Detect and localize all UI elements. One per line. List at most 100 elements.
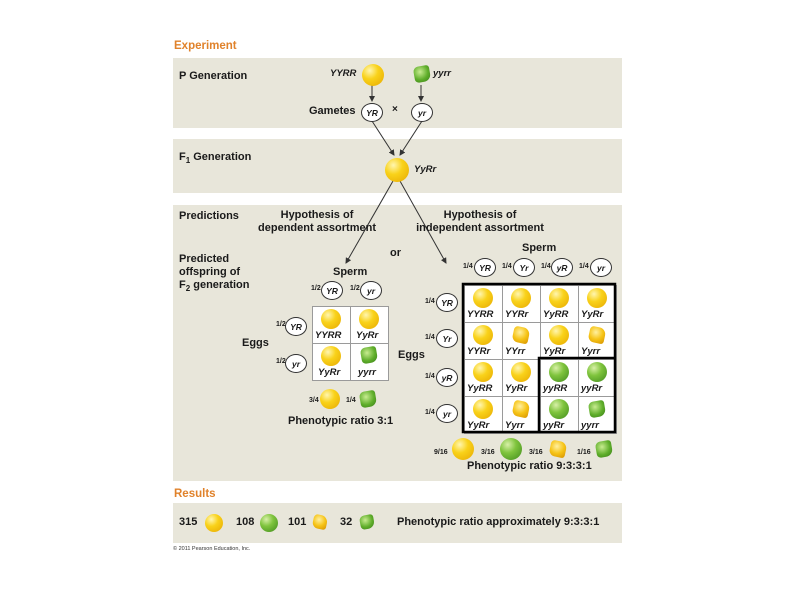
cell-genotype: yyrr	[358, 367, 376, 378]
f1-label-main: F	[179, 151, 186, 163]
cell-genotype: YyRr	[581, 309, 604, 320]
results-ratio-label: Phenotypic ratio approximately 9:3:3:1	[397, 516, 600, 528]
green-round-pea-icon	[587, 362, 607, 382]
cell-genotype: YyRr	[505, 383, 528, 394]
arrow-f1-dependent	[345, 180, 394, 264]
yellow-round-pea-icon	[473, 362, 493, 382]
independent-ratio-frac-3: 3/16	[529, 449, 543, 456]
dependent-ratio-label: Phenotypic ratio 3:1	[288, 415, 394, 427]
results-panel	[173, 503, 622, 543]
cell-genotype: YYRR	[467, 309, 494, 320]
parent2-genotype: yyrr	[433, 68, 451, 79]
f1-label-sub: 1	[185, 156, 191, 166]
independent-ratio-frac-4: 1/16	[577, 449, 591, 456]
dependent-egg-frac-1: 1/2	[276, 321, 286, 328]
dependent-egg-yr: yr	[285, 354, 307, 373]
results-heading: Results	[174, 488, 216, 500]
yellow-round-pea-icon	[359, 309, 379, 329]
dependent-sperm-frac-1: 1/2	[311, 285, 321, 292]
result-count-green-wrinkled: 32	[340, 516, 353, 528]
predicted-offspring-line1: Predicted	[179, 253, 230, 265]
dependent-egg-YR: YR	[285, 317, 307, 336]
f1-generation-label: F1 Generation	[179, 151, 251, 165]
dependent-egg-frac-2: 1/2	[276, 358, 286, 365]
f2-label-main: F	[179, 279, 186, 291]
dependent-cell-2-1: YyRr	[312, 343, 351, 381]
cell-genotype: YYrr	[505, 346, 526, 357]
result-count-green-round: 108	[236, 516, 255, 528]
cell-genotype: YYRr	[467, 346, 491, 357]
independent-eggs-label: Eggs	[398, 349, 425, 361]
independent-hypothesis-line1: Hypothesis of	[443, 209, 517, 221]
independent-sperm-label: Sperm	[522, 242, 557, 254]
yellow-round-pea-icon	[205, 514, 223, 532]
gametes-label: Gametes	[309, 105, 356, 117]
dependent-hypothesis-line2: dependent assortment	[258, 222, 376, 234]
independent-ratio-label: Phenotypic ratio 9:3:3:1	[467, 460, 592, 472]
independent-sperm-frac-4: 1/4	[579, 263, 589, 270]
result-count-yellow-wrinkled: 101	[288, 516, 307, 528]
independent-ratio-frac-1: 9/16	[434, 449, 448, 456]
yellow-round-pea-icon	[473, 325, 493, 345]
f2-label-sub: 2	[185, 284, 191, 294]
arrow-gamete1-f1	[371, 120, 395, 156]
independent-egg-Yr: Yr	[436, 329, 458, 348]
f1-yellow-round-pea-icon	[385, 158, 409, 182]
independent-egg-frac-2: 1/4	[425, 334, 435, 341]
cross-symbol: ×	[392, 104, 398, 115]
dependent-sperm-label: Sperm	[333, 266, 368, 278]
cell-genotype: YyRR	[543, 309, 569, 320]
p-generation-label: P Generation	[179, 70, 248, 82]
independent-cell-3-4: yyRr	[578, 359, 617, 397]
independent-egg-frac-4: 1/4	[425, 409, 435, 416]
independent-cell-1-1: YYRR	[464, 285, 503, 323]
yellow-round-pea-icon	[321, 346, 341, 366]
experiment-heading: Experiment	[174, 40, 237, 52]
green-round-pea-icon	[549, 362, 569, 382]
independent-cell-1-4: YyRr	[578, 285, 617, 323]
cell-genotype: Yyrr	[581, 346, 601, 357]
yellow-round-pea-icon	[452, 438, 474, 460]
dependent-cell-1-2: YyRr	[350, 306, 389, 344]
green-round-pea-icon	[260, 514, 278, 532]
dependent-hypothesis-line1: Hypothesis of	[280, 209, 354, 221]
arrow-gamete2-f1	[399, 120, 423, 156]
cell-genotype: Yyrr	[505, 420, 525, 431]
copyright-text: © 2011 Pearson Education, Inc.	[173, 546, 251, 552]
yellow-round-pea-icon	[549, 288, 569, 308]
cell-genotype: YyRr	[356, 330, 379, 341]
yellow-round-pea-icon	[321, 309, 341, 329]
dependent-sperm-frac-2: 1/2	[350, 285, 360, 292]
independent-egg-yr: yr	[436, 404, 458, 423]
cell-genotype: yyRr	[581, 383, 603, 394]
f2-label-rest: generation	[193, 279, 250, 291]
or-label: or	[390, 247, 401, 259]
predicted-offspring-line2: offspring of	[179, 266, 241, 278]
independent-hypothesis-line2: independent assortment	[416, 222, 544, 234]
independent-sperm-YR: YR	[474, 258, 496, 277]
gamete-YR: YR	[361, 103, 383, 122]
yellow-round-pea-icon	[473, 288, 493, 308]
independent-egg-frac-1: 1/4	[425, 298, 435, 305]
parent1-genotype: YYRR	[330, 68, 357, 79]
independent-ratio-frac-2: 3/16	[481, 449, 495, 456]
independent-egg-frac-3: 1/4	[425, 373, 435, 380]
green-round-pea-icon	[549, 399, 569, 419]
independent-sperm-Yr: Yr	[513, 258, 535, 277]
cell-genotype: yyrr	[581, 420, 599, 431]
cell-genotype: YyRr	[318, 367, 341, 378]
independent-sperm-yr: yr	[590, 258, 612, 277]
f1-genotype: YyRr	[414, 164, 437, 175]
independent-cell-3-2: YyRr	[502, 359, 541, 397]
yellow-round-pea-icon	[587, 288, 607, 308]
cell-genotype: YyRR	[467, 383, 493, 394]
independent-cell-4-4: yyrr	[578, 396, 617, 434]
independent-cell-2-2: YYrr	[502, 322, 541, 360]
yellow-round-pea-icon	[362, 64, 384, 86]
independent-cell-4-1: YyRr	[464, 396, 503, 434]
arrow-f1-independent	[399, 180, 447, 264]
dependent-sperm-yr: yr	[360, 281, 382, 300]
yellow-round-pea-icon	[511, 362, 531, 382]
cell-genotype: YYRR	[315, 330, 342, 341]
